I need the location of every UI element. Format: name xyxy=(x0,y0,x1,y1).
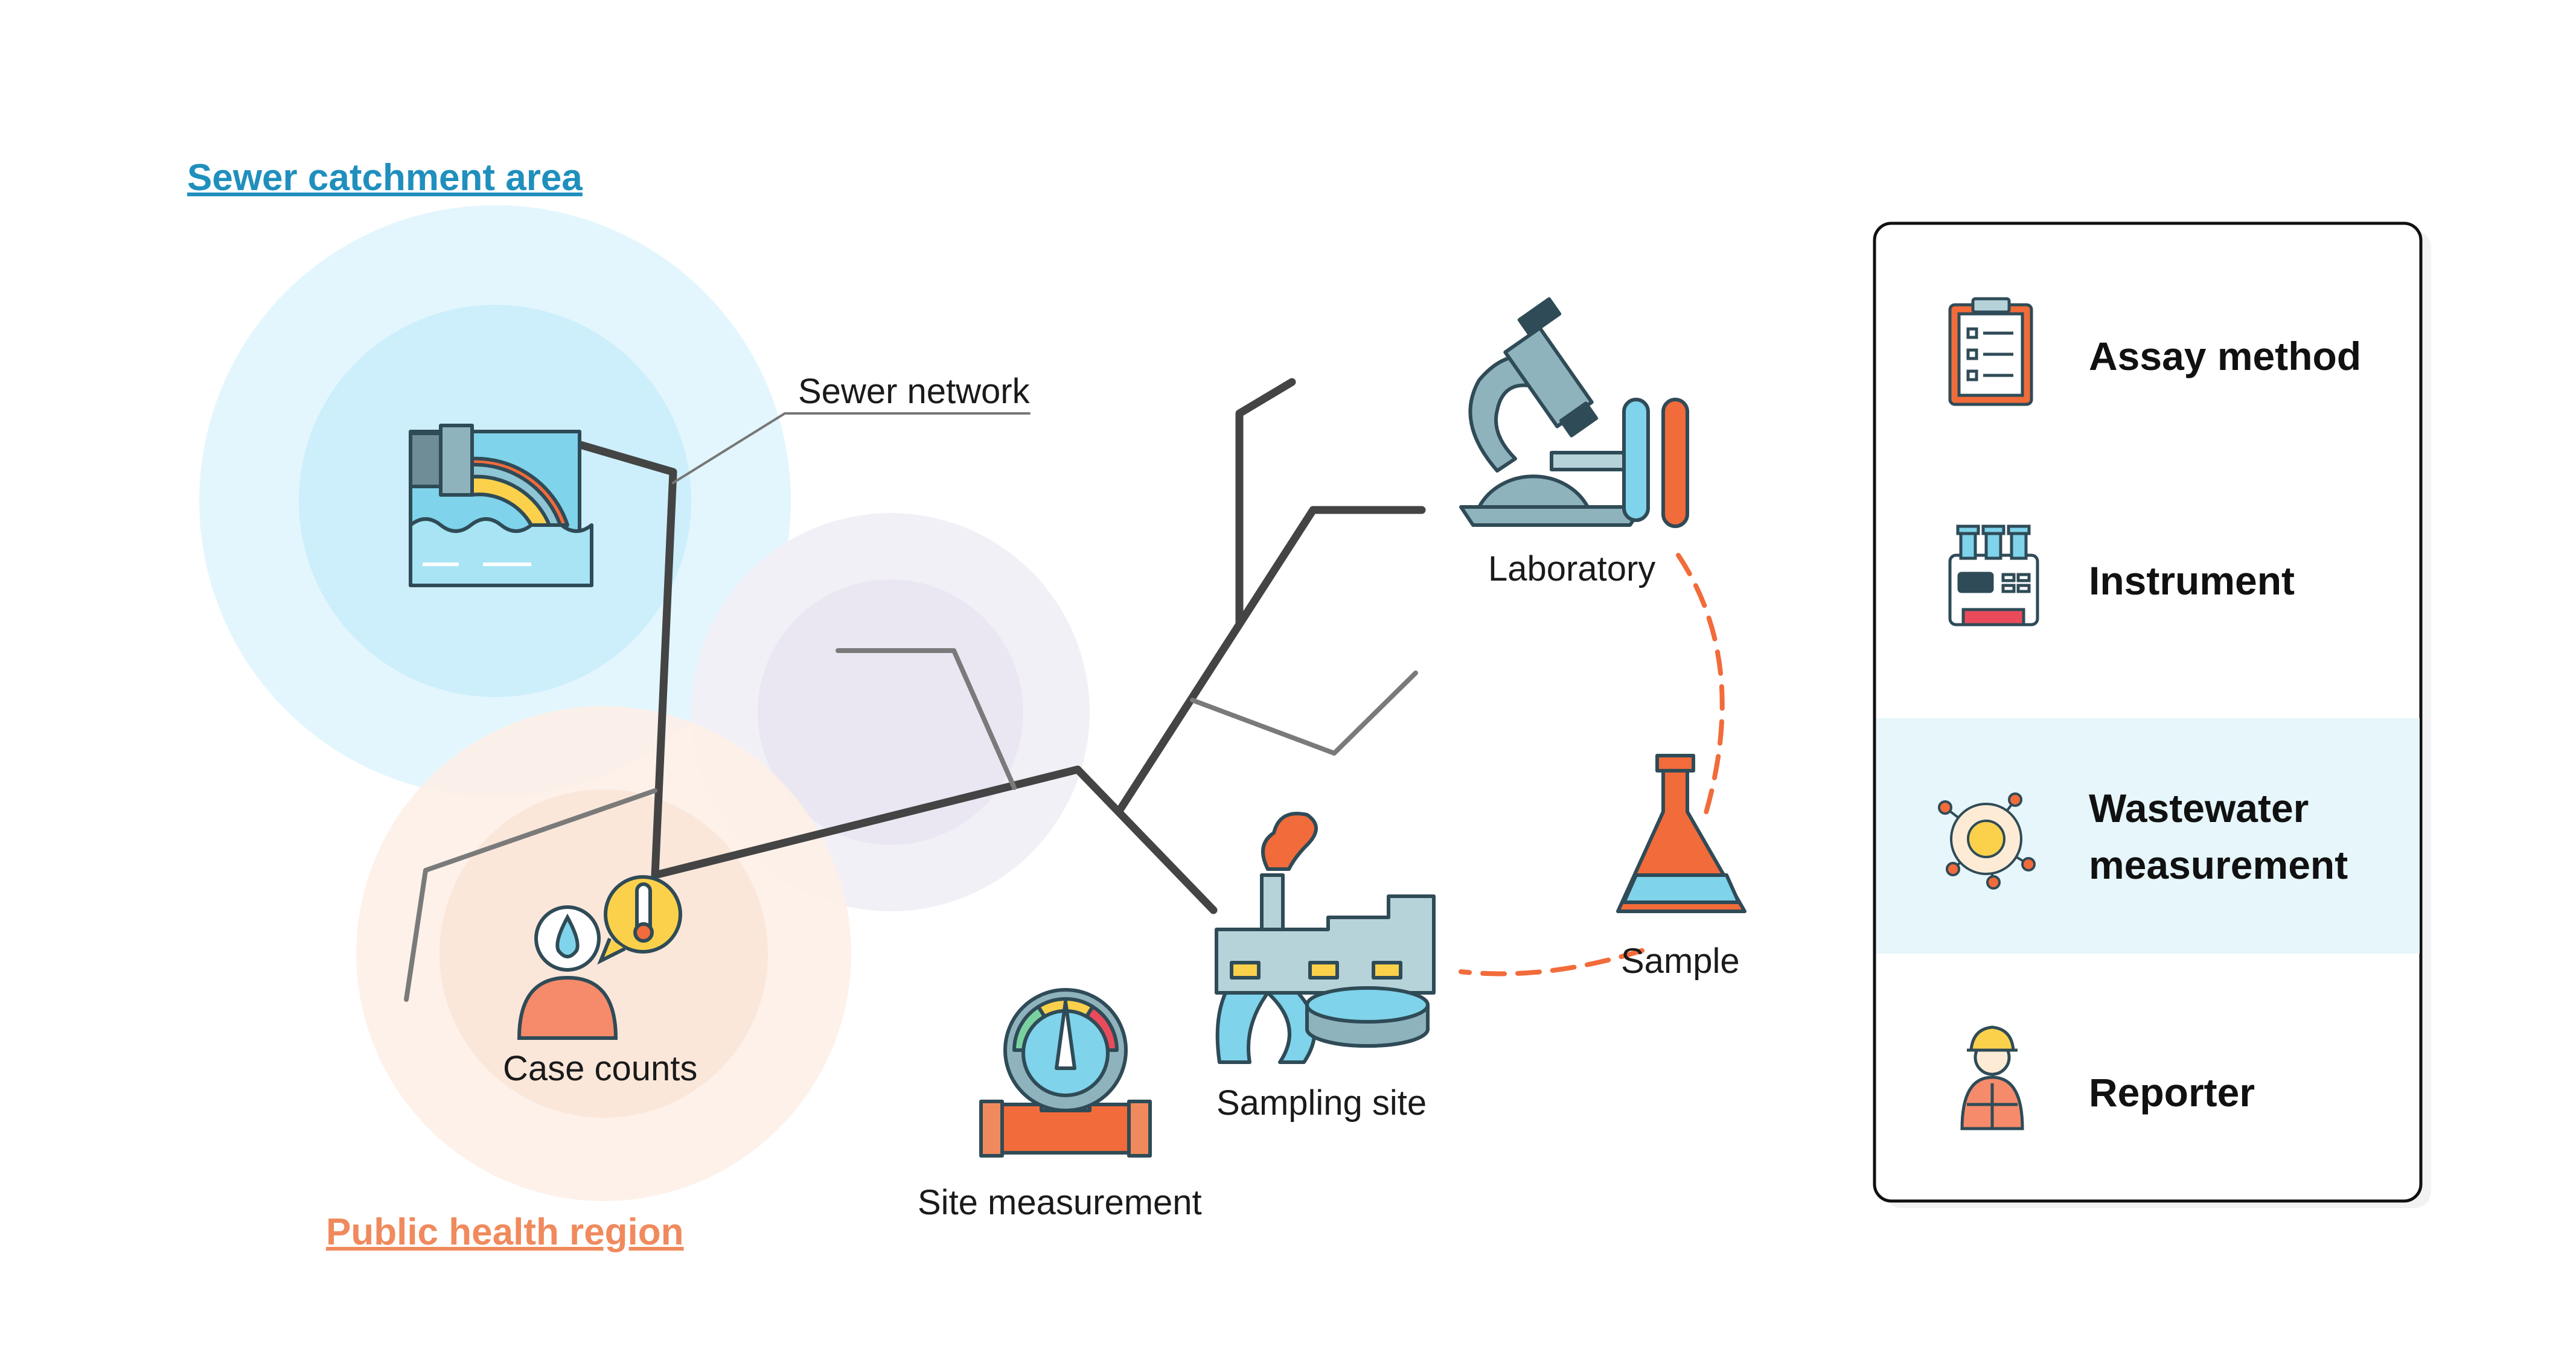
sewer-main-line xyxy=(545,432,677,879)
legend-panel: Assay method Instrument xyxy=(1873,221,2431,1208)
sampling-site-label: Sampling site xyxy=(1216,1083,1427,1123)
legend-item-reporter[interactable]: Reporter xyxy=(1960,1025,2255,1130)
gray-branch-left xyxy=(404,788,657,1002)
clipboard-icon xyxy=(1948,297,2033,406)
laboratory-label: Laboratory xyxy=(1488,549,1655,588)
sewer-network xyxy=(404,378,1426,1002)
outfall-pipe-icon xyxy=(409,424,593,587)
public-health-title[interactable]: Public health region xyxy=(326,1211,684,1253)
legend-label-instrument: Instrument xyxy=(2089,558,2295,603)
sample-path-dashed xyxy=(1459,553,1725,977)
sewer-network-leader xyxy=(672,412,1031,484)
legend-label-wastewater-measurement: Wastewater measurement xyxy=(2089,786,2348,887)
legend-item-assay-method[interactable]: Assay method xyxy=(1948,297,2361,406)
legend-label-wastewater-line1: Wastewater xyxy=(2089,786,2309,830)
legend-label-wastewater-line2: measurement xyxy=(2089,843,2348,887)
sewer-branch-top xyxy=(1235,378,1296,628)
sewer-catchment-title[interactable]: Sewer catchment area xyxy=(187,157,583,199)
legend-border xyxy=(1873,221,2423,1203)
worker-icon xyxy=(1960,1025,2024,1130)
gauge-icon xyxy=(979,988,1152,1158)
legend-label-assay-method: Assay method xyxy=(2089,334,2361,378)
sample-label: Sample xyxy=(1621,942,1740,981)
legend-label-reporter: Reporter xyxy=(2089,1070,2255,1115)
gray-branch-mid xyxy=(836,648,1017,790)
person-icon xyxy=(517,875,682,1040)
microscope-icon xyxy=(1459,297,1689,528)
legend-item-wastewater-measurement[interactable]: Wastewater measurement xyxy=(1938,786,2348,890)
instrument-icon xyxy=(1948,524,2039,626)
factory-icon xyxy=(1215,812,1436,1064)
sewer-network-label: Sewer network xyxy=(798,372,1031,411)
case-counts-label: Case counts xyxy=(503,1049,697,1088)
sewer-trunk-line xyxy=(651,765,1218,914)
site-measurement-label: Site measurement xyxy=(918,1183,1202,1222)
legend-item-instrument[interactable]: Instrument xyxy=(1948,524,2295,626)
molecule-icon xyxy=(1938,792,2036,890)
gray-branch-right xyxy=(1190,671,1418,756)
sewer-branch-upper xyxy=(1116,506,1426,814)
flask-icon xyxy=(1616,754,1747,913)
